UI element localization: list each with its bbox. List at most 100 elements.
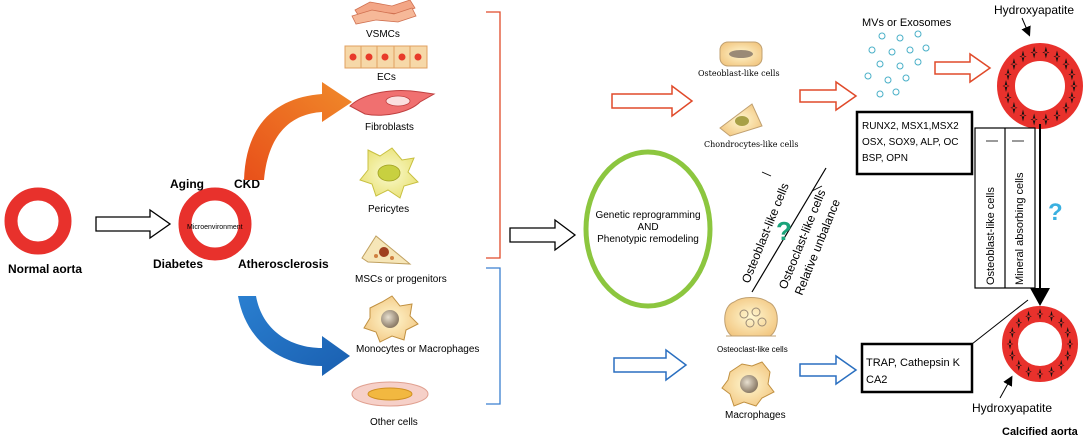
osteoclast-like-label: Osteoclast-like cells [717,345,788,354]
center-line1: Genetic reprogramming [595,210,700,221]
chondrocytes-like-label: Chondrocytes-like cells [704,140,798,149]
cell-label-monocytes: Monocytes or Macrophages [356,344,479,355]
crystal-mark [1062,101,1070,114]
cell-label-fibroblasts: Fibroblasts [365,122,414,133]
crystal-mark [1015,317,1023,329]
osteoclast-cell-icon [724,297,778,337]
crystal-mark [1068,68,1076,81]
clast-marker-line2: CA2 [866,374,887,386]
crystal-mark [1008,327,1016,339]
center-line2: AND [637,222,658,233]
clast-markers-box [860,342,974,394]
msc-icon [361,235,412,265]
cell-label-pericytes: Pericytes [368,204,409,215]
osteo-marker-line3: BSP, OPN [862,153,908,164]
crystal-mark [1068,91,1076,104]
osteo-marker-line1: RUNX2, MSX1,MSX2 [862,121,959,132]
vertical-mineral: Mineral absorbing cells [1014,172,1026,285]
crystal-mark [1008,349,1016,361]
balance-arrow-up [761,171,772,177]
balance-divider [751,167,827,293]
crystal-mark [1004,68,1012,81]
crystal-mark [1010,58,1018,71]
center-line3: Phenotypic remodeling [597,234,699,245]
crystal-mark [1002,80,1010,92]
mvs-label: MVs or Exosomes [862,17,952,29]
macrophage-cell-icon [721,361,775,407]
calcified-aorta-label: Calcified aorta [1002,426,1079,438]
other-cell-icon [351,381,429,407]
black-down-arrowhead [1030,288,1050,306]
ring-bottom-crystals [1006,308,1074,380]
crystal-mark [1010,101,1018,114]
hollow-red-arrow-mvs [799,80,858,112]
mvs-dots [864,30,930,98]
crystal-mark [1057,359,1065,371]
crystal-mark [1064,327,1072,339]
factor-ckd: CKD [234,177,260,191]
crystal-mark [1025,310,1032,322]
macrophages-label: Macrophages [725,410,786,421]
osteoblast-cell-icon [719,41,763,67]
crystal-mark [1066,338,1074,350]
cell-label-other: Other cells [370,417,418,428]
hydroxyapatite-top-label: Hydroxyapatite [994,3,1074,17]
crystal-mark [1019,50,1027,63]
hollow-red-arrow-upper [611,84,694,118]
crystal-mark [1057,317,1065,329]
microenvironment-ring [178,187,252,261]
osteo-markers-box [855,110,974,176]
hollow-arrow-center [509,218,577,252]
ec-icon [344,45,428,69]
red-bracket [486,11,501,259]
blue-question-mark: ? [1048,199,1063,226]
osteoblast-like-label: Osteoblast-like cells [698,69,780,78]
crystal-mark [1036,308,1044,320]
normal-aorta-ring [4,187,72,255]
vsmc-icon [351,0,417,25]
crystal-mark [1036,368,1044,380]
blue-bracket [486,267,501,405]
crystal-mark [1025,366,1032,378]
crystal-mark [1064,349,1072,361]
crystal-mark [1030,113,1038,126]
ring-top-crystals [1002,46,1078,126]
crystal-mark [1053,50,1061,63]
hollow-arrow-left [95,208,172,240]
crystal-mark [1019,109,1027,122]
connector-line [971,299,1029,345]
vertical-osteoblast: Osteoblast-like cells [985,187,997,285]
hydroxyapatite-bottom-label: Hydroxyapatite [972,401,1052,415]
hydroxyapatite-bottom-pointer [999,375,1013,399]
crystal-mark [1015,359,1023,371]
crystal-mark [1006,338,1014,350]
cell-label-vsmcs: VSMCs [366,29,400,40]
factor-atherosclerosis: Atherosclerosis [238,257,329,271]
normal-aorta-label: Normal aorta [8,262,82,276]
crystal-mark [1070,80,1078,92]
hollow-blue-arrow-lower [613,348,688,382]
hollow-red-arrow-hydroxy [934,52,992,84]
reprogramming-circle [583,149,713,309]
blue-curved-arrow [238,296,350,376]
crystal-mark [1004,91,1012,104]
balance-arrow-down [811,185,823,192]
factor-diabetes: Diabetes [153,257,203,271]
crystal-mark [1048,310,1055,322]
orange-curved-arrow [244,82,352,180]
cell-label-ecs: ECs [377,72,396,83]
osteo-marker-line2: OSX, SOX9, ALP, OC [862,137,959,148]
cell-label-mscs: MSCs or progenitors [355,274,447,285]
microenvironment-label: Microenvironment [187,224,243,231]
calcified-ring-bottom [1002,306,1078,382]
chondrocyte-cell-icon [719,103,763,137]
green-question-mark: ? [776,216,792,246]
pericyte-icon [359,147,419,199]
crystal-mark [1030,46,1038,59]
crystal-mark [1042,46,1050,59]
factor-aging: Aging [170,177,204,191]
monocyte-icon [363,295,419,343]
crystal-mark [1062,58,1070,71]
